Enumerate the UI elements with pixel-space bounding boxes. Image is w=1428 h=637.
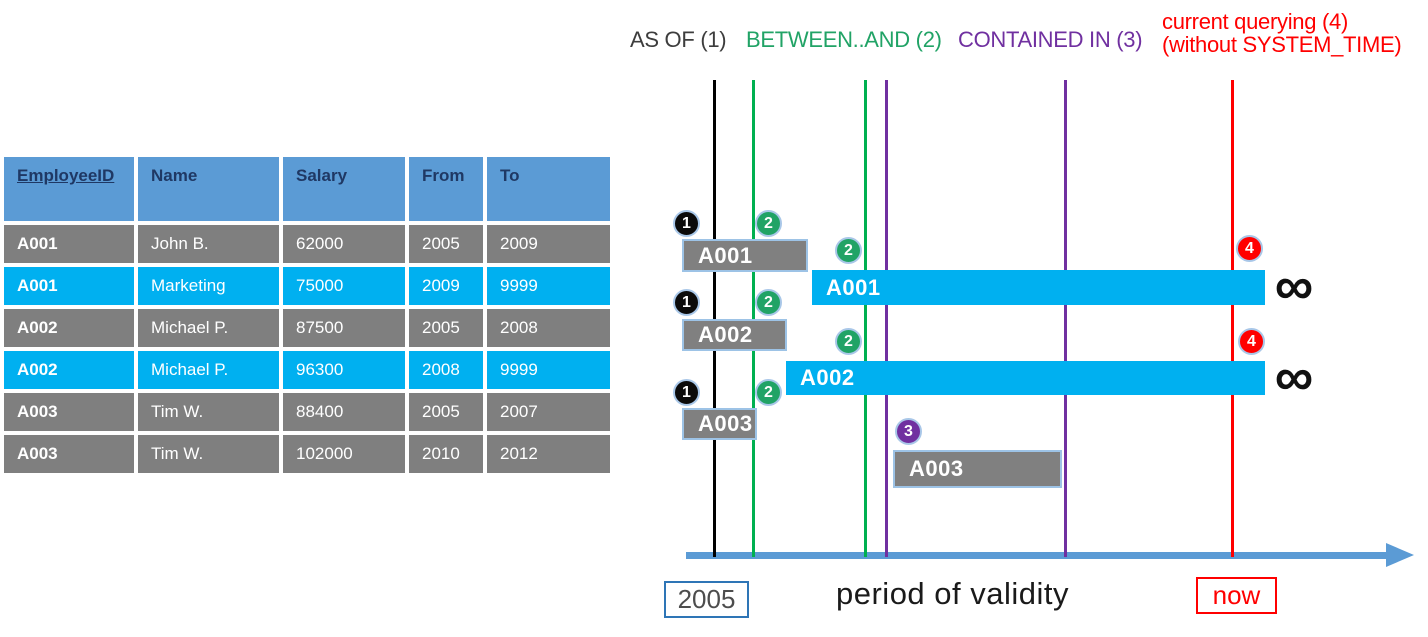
axis-now-box: now <box>1196 577 1277 614</box>
column-header: Salary <box>283 157 405 221</box>
table-cell: Michael P. <box>138 309 279 347</box>
table-cell: 2005 <box>409 225 483 263</box>
period-bar-a003: A003 <box>893 450 1062 488</box>
legend-current-line1: current querying (4) <box>1162 9 1348 34</box>
as-of-line <box>713 80 716 557</box>
contained-end-line <box>1064 80 1067 557</box>
between-start-line <box>752 80 755 557</box>
time-axis-arrowhead-icon <box>1386 543 1414 567</box>
column-header: To <box>487 157 610 221</box>
axis-start-year-box: 2005 <box>664 581 749 618</box>
table-cell: 2007 <box>487 393 610 431</box>
query-number-badge-2: 2 <box>835 328 862 355</box>
query-number-badge-1: 1 <box>673 210 700 237</box>
table-cell: 2008 <box>487 309 610 347</box>
legend-current-line2: (without SYSTEM_TIME) <box>1162 32 1402 57</box>
query-number-badge-2: 2 <box>755 289 782 316</box>
query-number-badge-2: 2 <box>755 210 782 237</box>
now-line <box>1231 80 1234 557</box>
time-axis <box>686 552 1388 559</box>
table-cell: 88400 <box>283 393 405 431</box>
query-number-badge-4: 4 <box>1236 235 1263 262</box>
table-cell: A003 <box>4 393 134 431</box>
table-cell: Marketing <box>138 267 279 305</box>
query-number-badge-2: 2 <box>835 237 862 264</box>
period-bar-a002: A002 <box>786 361 1265 395</box>
query-number-badge-4: 4 <box>1238 328 1265 355</box>
table-cell: 2005 <box>409 309 483 347</box>
table-cell: Tim W. <box>138 393 279 431</box>
between-end-line <box>864 80 867 557</box>
table-cell: A002 <box>4 309 134 347</box>
table-cell: 2012 <box>487 435 610 473</box>
query-number-badge-3: 3 <box>895 418 922 445</box>
column-header: Name <box>138 157 279 221</box>
column-header: From <box>409 157 483 221</box>
table-cell: A002 <box>4 351 134 389</box>
table-cell: 2005 <box>409 393 483 431</box>
infinity-symbol: ∞ <box>1274 255 1314 316</box>
contained-start-line <box>885 80 888 557</box>
table-cell: 2008 <box>409 351 483 389</box>
table-cell: 2009 <box>409 267 483 305</box>
legend-between-and: BETWEEN..AND (2) <box>746 27 942 52</box>
period-bar-a001: A001 <box>682 239 808 272</box>
table-cell: 9999 <box>487 267 610 305</box>
table-cell: John B. <box>138 225 279 263</box>
axis-title: period of validity <box>836 576 1070 611</box>
period-bar-a001: A001 <box>812 270 1265 305</box>
legend-current-querying: current querying (4) (without SYSTEM_TIM… <box>1162 9 1402 57</box>
table-cell: 87500 <box>283 309 405 347</box>
legend-contained-in: CONTAINED IN (3) <box>958 27 1143 52</box>
column-header: EmployeeID <box>4 157 134 221</box>
table-cell: 2010 <box>409 435 483 473</box>
table-cell: A001 <box>4 225 134 263</box>
query-number-badge-1: 1 <box>673 379 700 406</box>
query-number-badge-2: 2 <box>755 379 782 406</box>
table-cell: 96300 <box>283 351 405 389</box>
infinity-symbol: ∞ <box>1274 346 1314 407</box>
period-bar-a003: A003 <box>682 408 757 440</box>
legend-as-of: AS OF (1) <box>630 27 727 52</box>
table-cell: A003 <box>4 435 134 473</box>
table-cell: 9999 <box>487 351 610 389</box>
table-cell: 2009 <box>487 225 610 263</box>
query-number-badge-1: 1 <box>673 289 700 316</box>
table-cell: Michael P. <box>138 351 279 389</box>
table-cell: 102000 <box>283 435 405 473</box>
table-cell: A001 <box>4 267 134 305</box>
table-cell: Tim W. <box>138 435 279 473</box>
period-bar-a002: A002 <box>682 319 787 351</box>
table-cell: 62000 <box>283 225 405 263</box>
table-cell: 75000 <box>283 267 405 305</box>
